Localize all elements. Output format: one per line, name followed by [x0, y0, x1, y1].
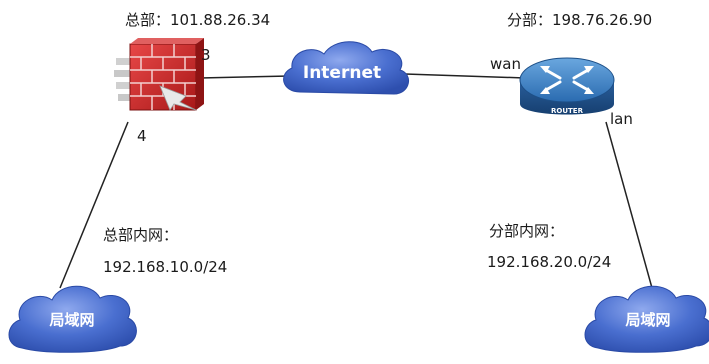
internet-cloud-label: Internet	[303, 63, 381, 83]
link-router-branch-lan	[605, 121, 653, 289]
hq-lan-subnet: 192.168.10.0/24	[103, 258, 228, 276]
branch-lan-subnet: 192.168.20.0/24	[487, 253, 612, 271]
firewall-port-internet: 3	[201, 46, 211, 64]
hq-lan-cloud-label: 局域网	[48, 311, 94, 329]
branch-lan-heading: 分部内网：	[489, 222, 565, 240]
hq-lan-heading: 总部内网：	[103, 226, 179, 244]
link-firewall-hq-lan	[59, 121, 129, 289]
hq-lan-cloud-icon: 局域网	[8, 285, 137, 353]
branch-router-title: 分部：198.76.26.90	[507, 11, 653, 29]
router-port-wan: wan	[490, 55, 521, 73]
branch-lan-cloud-icon: 局域网	[584, 285, 709, 353]
firewall-icon	[114, 38, 204, 111]
internet-cloud-icon: Internet	[283, 41, 409, 95]
router-icon: ROUTER	[519, 57, 615, 115]
link-firewall-internet	[199, 75, 291, 79]
link-internet-router	[404, 73, 526, 79]
branch-lan-cloud-label: 局域网	[624, 311, 670, 329]
hq-firewall-title: 总部：101.88.26.34	[125, 11, 271, 29]
firewall-port-lan: 4	[137, 127, 147, 145]
router-badge-text: ROUTER	[551, 107, 584, 115]
router-port-lan: lan	[610, 110, 633, 128]
